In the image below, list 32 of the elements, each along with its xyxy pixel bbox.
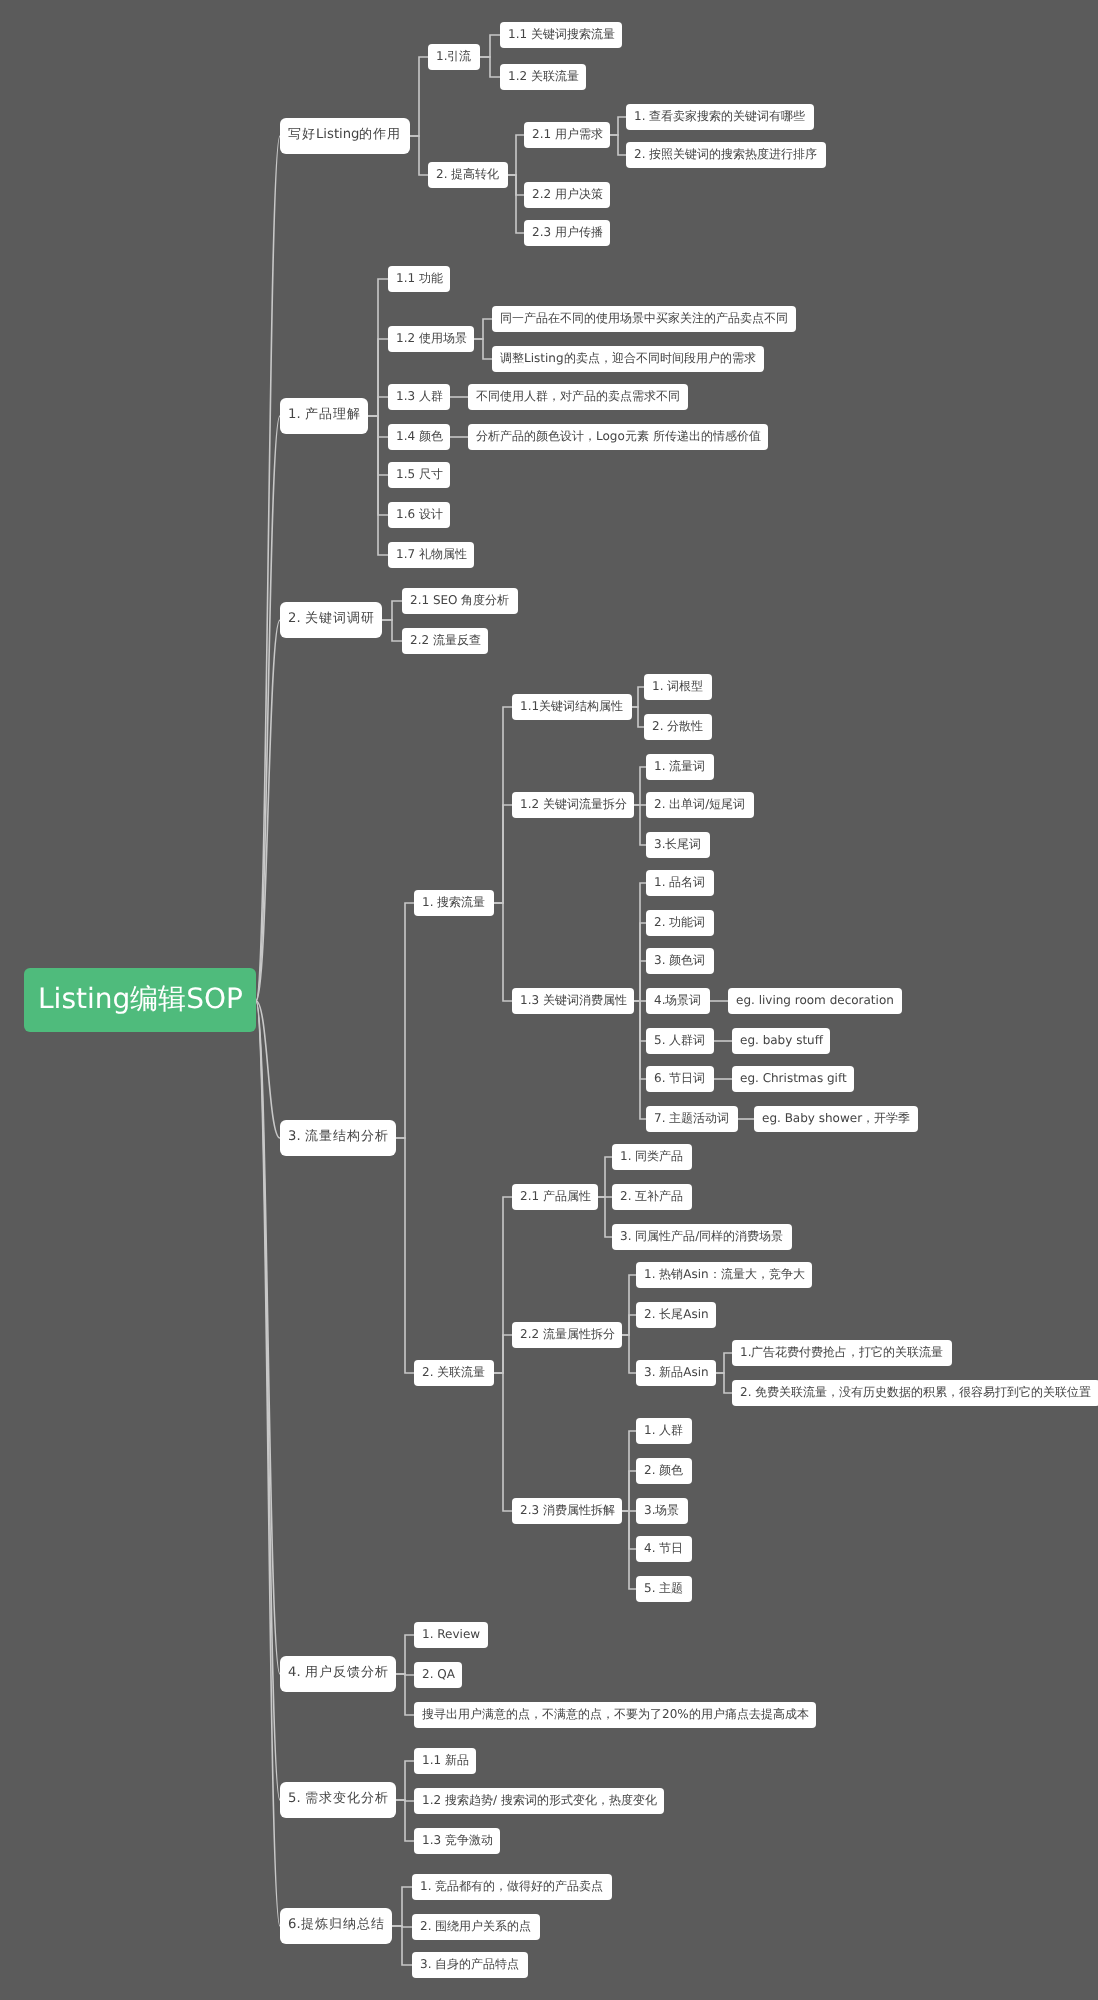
connector-line [381,619,403,642]
connector-line [395,1673,415,1716]
connector-line [633,766,647,806]
connector-line [367,415,389,556]
connector-line [255,1000,281,1675]
connector-line [395,1137,415,1374]
connector-line [713,1078,733,1080]
connector-line [715,1372,733,1394]
connector-line [633,960,647,1002]
connector-line [493,1372,513,1512]
central-topic: Listing编辑SOP [24,967,257,1033]
connector-line [409,135,429,176]
connector-line [449,436,469,438]
connector-line [633,804,647,846]
connector-line [633,1000,647,1120]
connector-line [631,706,645,728]
connector-line [479,56,501,78]
connector-line [473,338,493,360]
connector-line [395,1799,415,1842]
connector-line [621,1510,637,1590]
connector-line [449,396,469,398]
connector-line [609,134,627,156]
connector-line [713,1040,733,1042]
connector-line [709,1000,729,1002]
connector-line [255,1000,281,1139]
connector-line [255,415,281,1002]
connector-line [597,1196,613,1238]
connector-line [631,686,645,708]
connector-line [737,1118,755,1120]
connector-line [391,1925,413,1966]
connector-line [493,902,513,1002]
connector-line [255,619,281,1002]
